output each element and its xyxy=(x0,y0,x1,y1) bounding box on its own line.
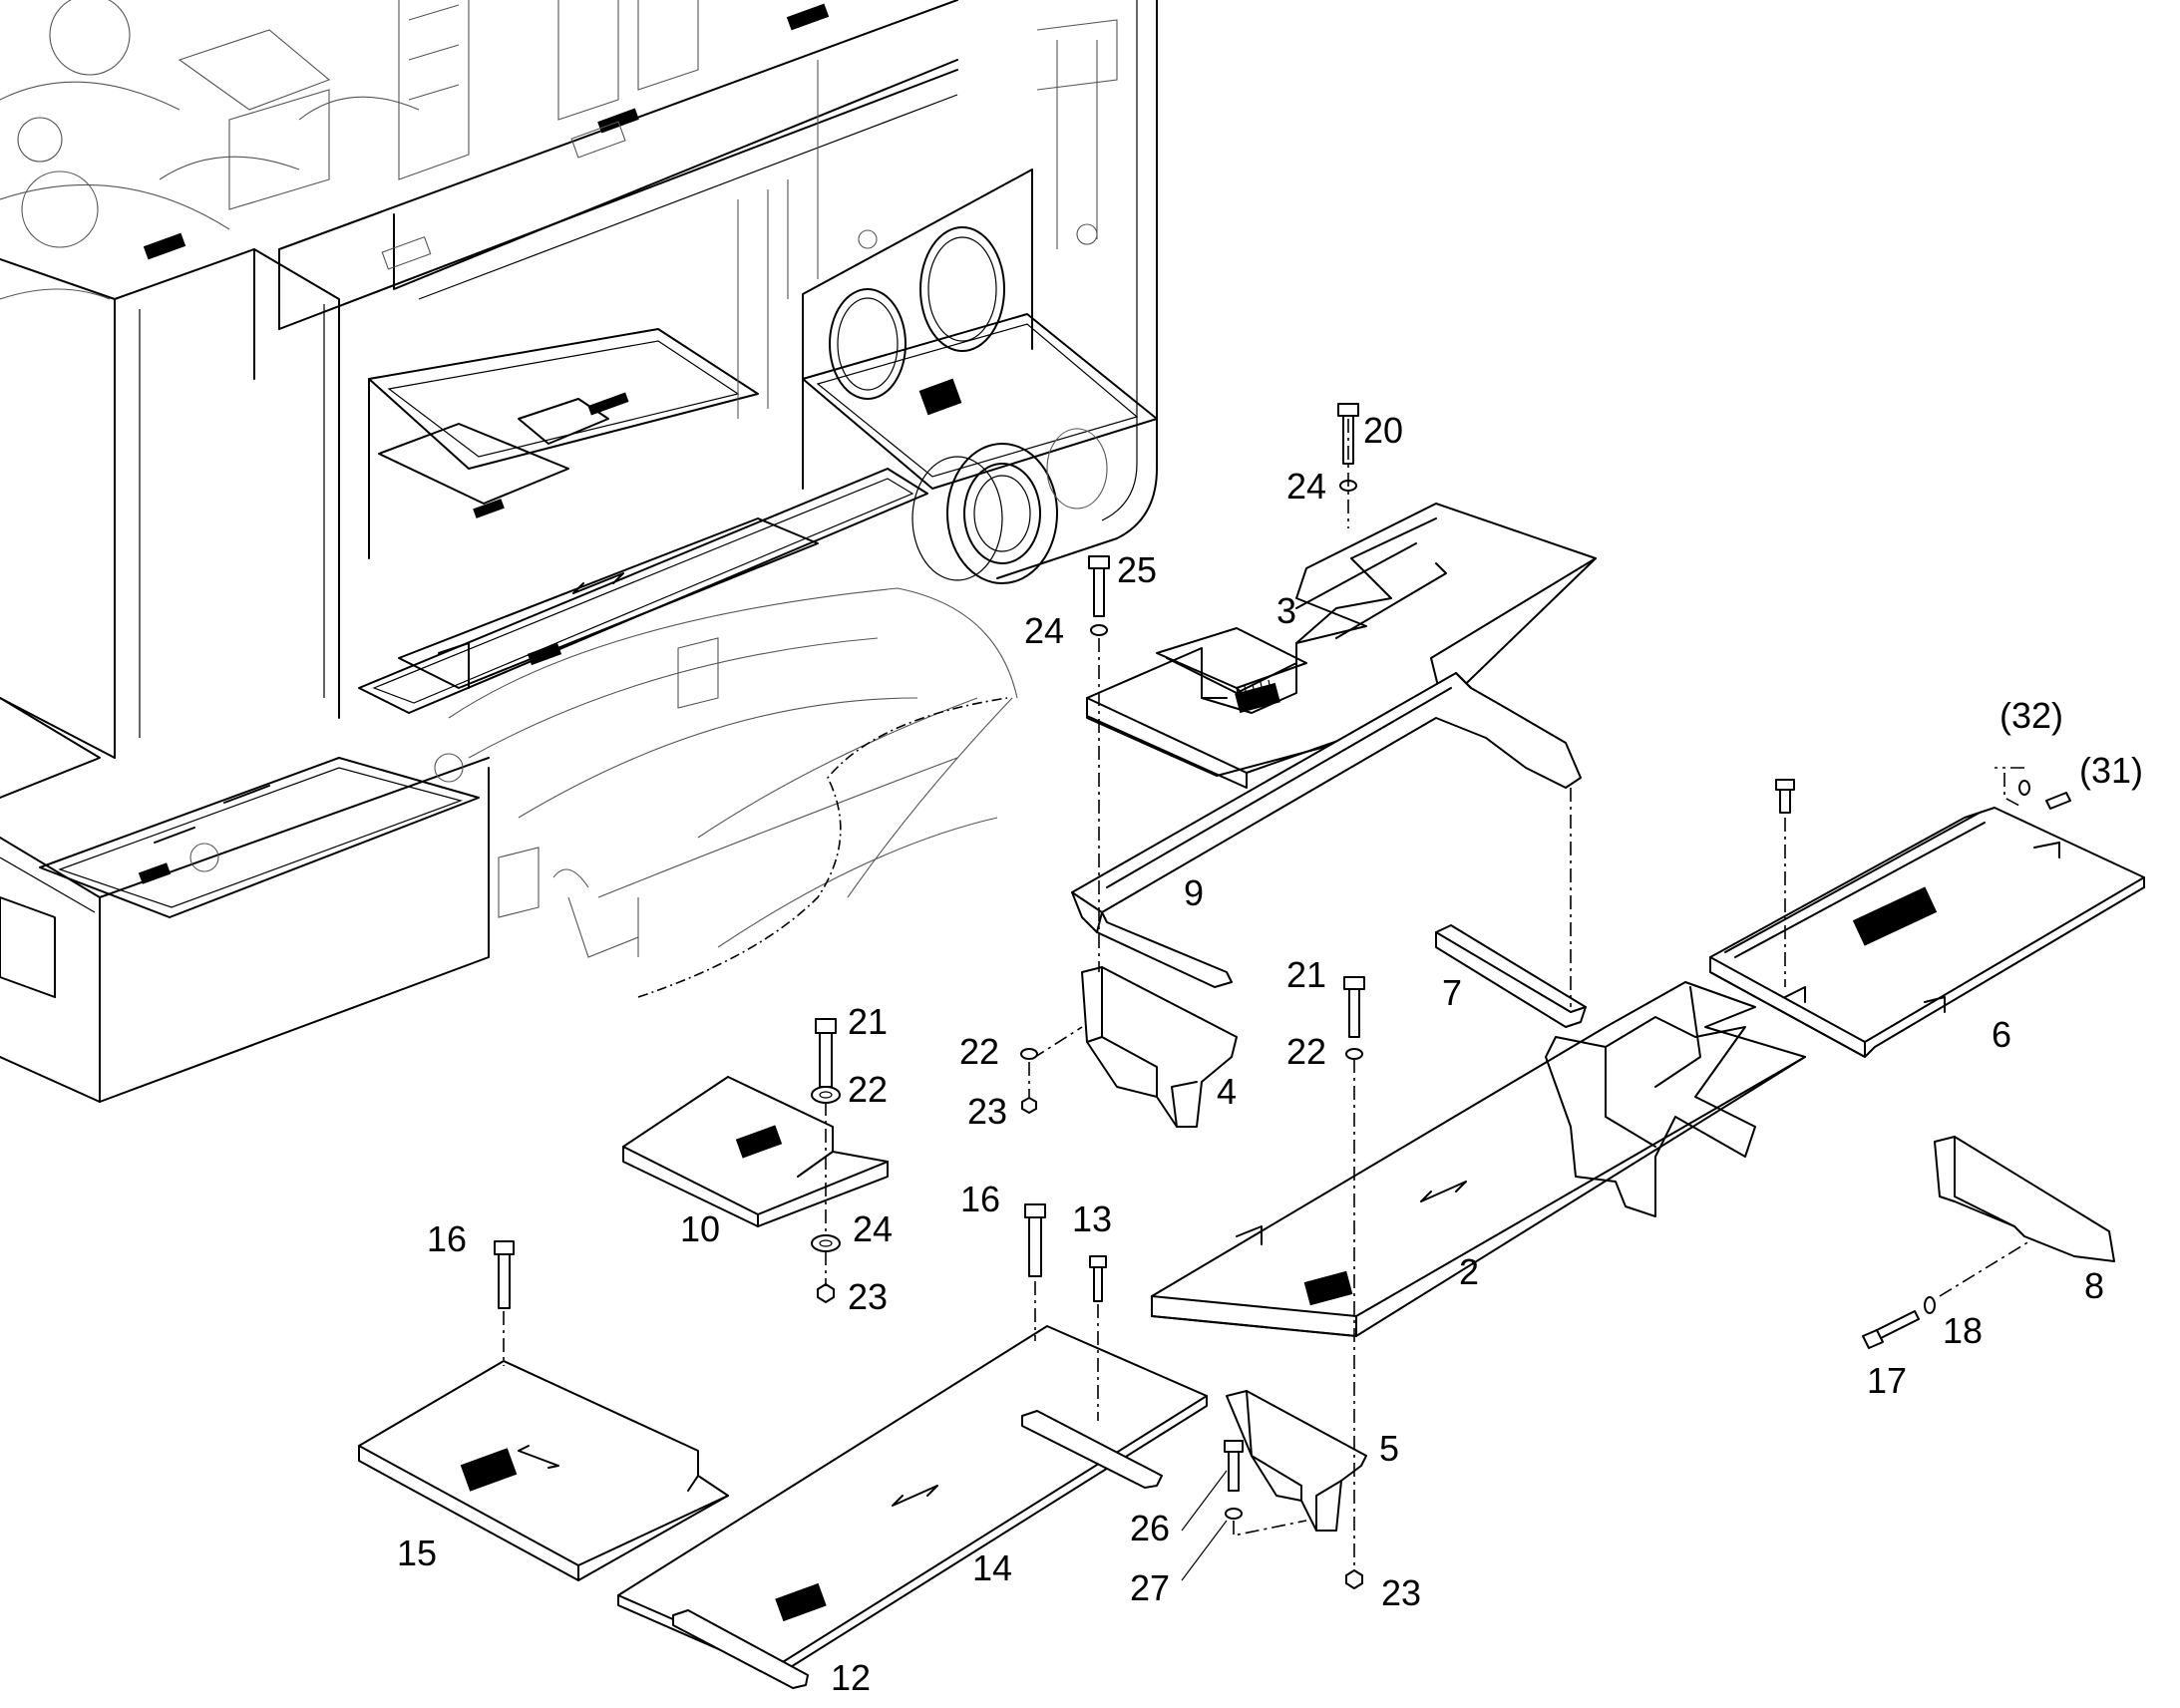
label-22-left: 22 xyxy=(848,1069,888,1110)
label-9: 9 xyxy=(1184,872,1204,913)
label-16-middle: 16 xyxy=(960,1179,1000,1219)
leader-26 xyxy=(1181,1470,1228,1532)
part-7-strip xyxy=(1435,924,1587,1028)
label-3: 3 xyxy=(1276,590,1296,631)
label-21-right: 21 xyxy=(1286,954,1326,995)
part-6-side-plate xyxy=(1709,807,2145,1058)
part-12-strip xyxy=(672,1410,1163,1689)
label-16-left: 16 xyxy=(427,1218,467,1259)
part-15-floor-plate xyxy=(358,1360,729,1581)
label-20: 20 xyxy=(1363,410,1403,451)
label-10: 10 xyxy=(680,1208,720,1249)
machine-frame xyxy=(0,0,1158,1103)
label-17: 17 xyxy=(1867,1360,1907,1401)
label-22-mid: 22 xyxy=(959,1031,999,1072)
part-4-support xyxy=(1081,966,1238,1128)
part-5-support xyxy=(1226,1390,1367,1532)
leader-27 xyxy=(1181,1520,1228,1581)
label-15: 15 xyxy=(397,1533,437,1573)
label-32: (32) xyxy=(1999,695,2063,736)
label-5: 5 xyxy=(1379,1428,1399,1469)
label-24-mid: 24 xyxy=(1024,610,1064,651)
label-7: 7 xyxy=(1442,972,1462,1013)
label-8: 8 xyxy=(2084,1265,2104,1306)
part-2-main-plate xyxy=(1151,981,1806,1337)
label-25: 25 xyxy=(1117,549,1157,590)
label-24-left: 24 xyxy=(853,1208,893,1249)
callout-labels: 2 3 4 5 6 7 8 9 10 12 13 14 15 16 16 17 … xyxy=(397,410,2143,1698)
label-27: 27 xyxy=(1130,1567,1170,1608)
label-13: 13 xyxy=(1072,1198,1112,1239)
label-12: 12 xyxy=(831,1657,871,1698)
center-lines xyxy=(503,419,2030,1570)
label-26: 26 xyxy=(1130,1508,1170,1548)
label-31: (31) xyxy=(2079,750,2143,791)
fasteners xyxy=(494,403,2071,1589)
label-14: 14 xyxy=(972,1547,1012,1588)
part-8-angle-bracket xyxy=(1934,1136,2115,1262)
label-4: 4 xyxy=(1217,1071,1237,1112)
label-22-right: 22 xyxy=(1286,1031,1326,1072)
label-2: 2 xyxy=(1459,1251,1479,1292)
label-23-mid: 23 xyxy=(967,1091,1007,1132)
part-9-bracket xyxy=(1071,672,1582,988)
label-24-top: 24 xyxy=(1286,466,1326,507)
label-23-bottom: 23 xyxy=(1381,1572,1421,1613)
label-18: 18 xyxy=(1943,1310,1983,1351)
label-23-left: 23 xyxy=(848,1276,888,1317)
part-10-small-plate xyxy=(622,1076,889,1227)
label-21-left: 21 xyxy=(848,1001,888,1042)
label-6: 6 xyxy=(1992,1014,2011,1055)
